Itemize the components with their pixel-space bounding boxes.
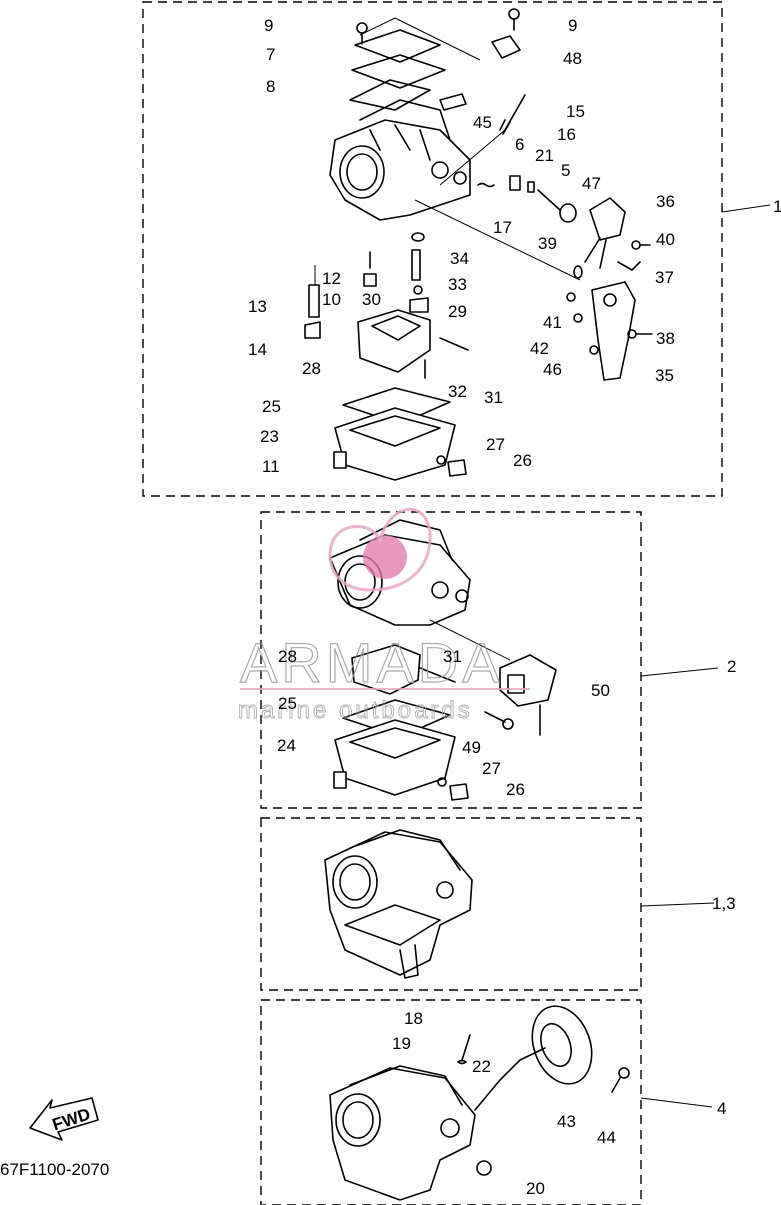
sensor-36 [589, 197, 626, 241]
part-callout-9: 9 [264, 16, 273, 35]
part-callout-44: 44 [597, 1128, 616, 1147]
part-callout-10: 10 [322, 290, 341, 309]
svg-text:marine outboards: marine outboards [238, 697, 473, 724]
carburetor-assembly-3 [324, 829, 473, 979]
part-callout-45: 45 [473, 113, 492, 132]
part-callout-33: 33 [448, 275, 467, 294]
part-callout-9: 9 [568, 16, 577, 35]
part-callout-49: 49 [462, 738, 481, 757]
part-callout-5: 5 [561, 161, 570, 180]
screw-icon [356, 8, 520, 45]
float-bowl-23 [334, 407, 456, 481]
part-callout-46: 46 [543, 360, 562, 379]
part-callout-50: 50 [591, 681, 610, 700]
assembly-box-4 [260, 999, 642, 1205]
assembly-box-3 [260, 817, 642, 991]
assembly-box-1 [142, 1, 723, 497]
part-callout-8: 8 [266, 77, 275, 96]
svg-text:ARMADA: ARMADA [240, 631, 504, 694]
part-callout-40: 40 [656, 230, 675, 249]
part-callout-38: 38 [656, 329, 675, 348]
part-callout-16: 16 [557, 125, 576, 144]
part-callout-47: 47 [582, 174, 601, 193]
part-callout-25: 25 [262, 397, 281, 416]
callout-labels: 9 9 7 48 8 15 45 16 6 21 5 47 36 17 39 40 34 12 33 37 10 30 29… [248, 16, 675, 1198]
part-callout-42: 42 [530, 339, 549, 358]
cover-7 [354, 29, 441, 63]
watermark-logo: ARMADA marine outboards [238, 507, 530, 724]
part-callout-48: 48 [563, 49, 582, 68]
part-callout-23: 23 [260, 427, 279, 446]
diagram-code: 67F1100-2070 [0, 1160, 109, 1179]
part-callout-43: 43 [557, 1112, 576, 1131]
part-callout-27: 27 [486, 435, 505, 454]
assembly-label: 2 [727, 657, 736, 676]
part-callout-6: 6 [515, 135, 524, 154]
assembly-labels: 121,34 [712, 197, 781, 1118]
part-callout-25: 25 [278, 694, 297, 713]
diaphragm-43 [531, 1005, 593, 1085]
part-callout-13: 13 [248, 297, 267, 316]
assembly-label: 1,3 [712, 894, 736, 913]
part-callout-19: 19 [392, 1034, 411, 1053]
part-callout-27: 27 [482, 759, 501, 778]
part-callout-37: 37 [655, 268, 674, 287]
assembly-box-2 [260, 511, 642, 809]
part-callout-29: 29 [448, 302, 467, 321]
part-callout-28: 28 [302, 359, 321, 378]
throttle-body-35 [591, 281, 636, 381]
part-callout-26: 26 [506, 780, 525, 799]
part-callout-32: 32 [448, 382, 467, 401]
float-28 [357, 309, 431, 373]
part-callout-18: 18 [404, 1009, 423, 1028]
assembly-label: 1 [773, 197, 781, 216]
part-callout-28: 28 [278, 647, 297, 666]
part-callout-31: 31 [443, 647, 462, 666]
part-callout-12: 12 [322, 269, 341, 288]
part-callout-26: 26 [513, 451, 532, 470]
part-callout-17: 17 [493, 218, 512, 237]
fwd-arrow-icon: FWD [29, 1097, 99, 1141]
part-callout-7: 7 [266, 45, 275, 64]
part-callout-41: 41 [543, 313, 562, 332]
part-callout-21: 21 [535, 146, 554, 165]
assembly-label: 4 [717, 1099, 726, 1118]
part-callout-14: 14 [248, 340, 267, 359]
part-callout-36: 36 [656, 192, 675, 211]
gasket-8 [351, 54, 446, 89]
part-callout-22: 22 [472, 1057, 491, 1076]
part-callout-35: 35 [655, 366, 674, 385]
part-callout-31: 31 [484, 388, 503, 407]
cap-48 [491, 35, 521, 59]
part-callout-39: 39 [538, 234, 557, 253]
part-callout-15: 15 [566, 102, 585, 121]
part-callout-30: 30 [362, 290, 381, 309]
carburetor-body-1 [329, 79, 471, 221]
part-callout-20: 20 [526, 1179, 545, 1198]
carburetor-assembly-4 [329, 1065, 476, 1201]
part-callout-34: 34 [450, 249, 469, 268]
part-callout-11: 11 [262, 457, 280, 476]
part-callout-24: 24 [277, 736, 296, 755]
